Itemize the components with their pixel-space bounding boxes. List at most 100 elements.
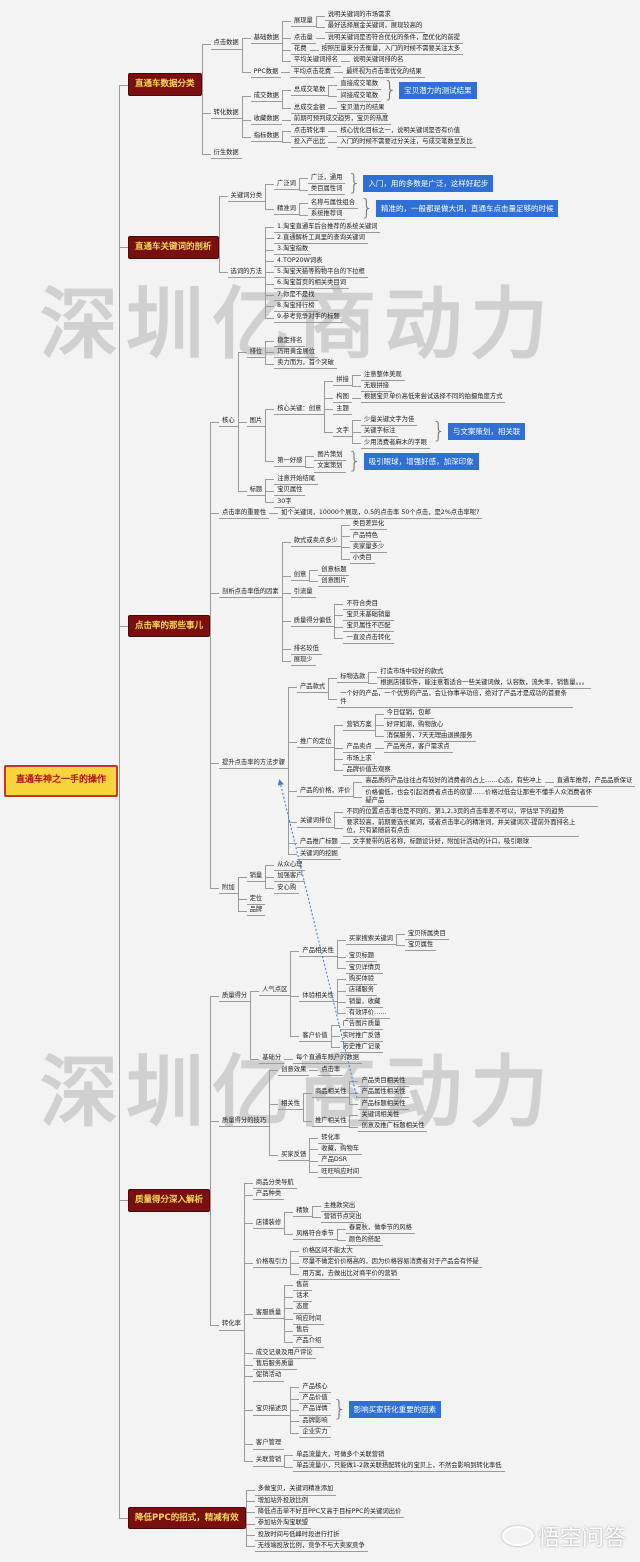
topic-label: 巧用黄金展位: [274, 347, 318, 359]
topic-label: 每个直通车账户的数据: [293, 1053, 363, 1065]
child-topics: 前期可预判成交趋势，宝贝的热度: [281, 114, 392, 126]
topic-node: 话术: [293, 1291, 312, 1303]
branch-connector: 点击量说明关键词是否符合优化的条件，是优化的前提: [281, 32, 464, 45]
topic-node: 转化率: [318, 1132, 344, 1144]
topic-label: 5.淘宝天猫等购物平台的下拉框: [274, 267, 368, 279]
child-topics: 说明关键词的市场需求最好选择展金关键词，展现较高的: [315, 10, 426, 33]
branch-connector: 1.淘宝直通车后台推荐的系统关键词: [264, 221, 381, 234]
branch-connector: 转化数据成交数据总成交笔数直接成交笔数间接成交笔数}宝贝潜力的测试结果总成交金额…: [201, 77, 477, 149]
branch-connector: 创意及推广标题相关性: [349, 1121, 428, 1133]
topic-node: 营销方案今日促销，包邮好评如潮，购物放心消保服务，7天无理由退换服务: [343, 708, 476, 743]
topic-label: 产品价值: [299, 1393, 331, 1405]
topic-label: 9.参考竞争对手的标题: [274, 312, 343, 324]
child-topics: 如个关键词，10000个展现，0.5的点击率 50个点击，是2%点击率呢?: [269, 508, 483, 520]
topic-node: 如个关键词，10000个展现，0.5的点击率 50个点击，是2%点击率呢?: [278, 508, 483, 520]
branch-connector: 创意图片: [309, 575, 350, 587]
branch-connector: 高品质的产品往往占有较好的消费者的占上……心态，有些冲上直通车推荐，产品品质保证: [353, 776, 636, 788]
branch-connector: 产品相关性买家搜索关键词宝贝所属类目宝贝属性宝贝标题宝贝详情页: [290, 928, 449, 975]
topic-label: 核心: [219, 416, 238, 428]
topic-label: 打造市场中较好的款式: [377, 666, 447, 678]
topic-node: 无线端投放比例，竞争不与大卖家竞争: [254, 1541, 368, 1553]
topic-label: 商品相关性: [312, 1087, 350, 1099]
topic-label: 有效评价……: [345, 1008, 390, 1020]
topic-node: 剖析点击率低的因素款式或卖点多少类目差异化产品特色卖家量多少小类目创意创意标题创…: [219, 519, 394, 667]
branch-connector: 要求较高，前期要选长尾词，或者点击率心的精准词，并关键词次-提前外面排名上位，只…: [334, 817, 580, 838]
child-topics: 营销方案今日促销，包邮好评如潮，购物放心消保服务，7天无理由退换服务产品卖点产品…: [334, 708, 476, 777]
branch-connector: 点击率的重要性如个关键词，10000个展现，0.5的点击率 50个点击，是2%点…: [210, 507, 635, 520]
topic-label: 增加站外投放比例: [254, 1496, 312, 1507]
child-topics: 类目差异化产品特色卖家量多少小类目: [340, 519, 388, 565]
topic-label: 构图: [333, 392, 352, 404]
topic-node: 售后: [293, 1325, 312, 1337]
branch-connector: 尽量不做定价价格高的，因为价格容易消费者对于产品会有怀疑: [290, 1256, 482, 1269]
child-topics: 直通车数据分类点击数据基础数据展现量说明关键词的市场需求最好选择展金关键词，展现…: [118, 4, 636, 1558]
branch-connector: 宝贝属性不匹配: [334, 620, 394, 633]
topic-node: 客户价值广告图片质量实时推广反馈历史推广记录: [299, 1019, 384, 1054]
branch-connector: 品牌: [237, 905, 306, 917]
branch-connector: 投入产出比入门的时候不需要过分关注，与成交笔数呈反比: [281, 136, 476, 149]
topic-node: 指标数据点击转化率核心优化目标之一，说明关键词是否有价值投入产出比入门的时候不需…: [250, 125, 476, 149]
topic-label: 实时推广反馈: [339, 1030, 384, 1042]
branch-connector: 说明关键词排的名: [340, 55, 407, 67]
topic-label: 核心关键：创意: [274, 403, 325, 415]
child-topics: 说明关键词是否符合优化的条件，是优化的前提: [315, 33, 464, 44]
topic-label: 名称与属性组合: [307, 198, 358, 209]
branch-connector: 价格吸引力价格区间不能太大尽量不做定价价格高的，因为价格容易消费者对于产品会有怀…: [243, 1245, 505, 1280]
topic-label: 花费: [290, 44, 310, 56]
topic-node: 精准词名称与属性组合系统推荐词}精准的，一般都是做大词，直通车点击量足够的时候: [274, 196, 559, 221]
topic-label: 质量得分偏低: [290, 615, 335, 627]
topic-node: 宝贝所属类目: [404, 928, 449, 940]
branch-connector: 注意开始结尾: [265, 474, 318, 486]
topic-label: 引流量: [290, 587, 316, 599]
topic-label: 主题: [333, 403, 352, 415]
topic-node: 核心优化目标之一，说明关键词是否有价值: [337, 125, 464, 137]
topic-label: 关键字标注: [360, 426, 399, 438]
branch-connector: 宝贝未基础销量: [334, 609, 394, 622]
branch-connector: 品牌影响: [290, 1415, 331, 1428]
topic-node: 宝贝详情页: [345, 962, 384, 974]
topic-label: 平均关键词排名: [290, 55, 341, 67]
topic-label: 促销活动: [252, 1370, 285, 1382]
topic-node: 系统推荐词: [307, 209, 346, 221]
topic-node: 5.淘宝天猫等购物平台的下拉框: [274, 267, 368, 279]
branch-connector: 质量得分深入解析质量得分人气点区产品相关性买家搜索关键词宝贝所属类目宝贝属性宝贝…: [119, 922, 635, 1478]
child-topics: 总成交笔数直接成交笔数间接成交笔数}宝贝潜力的测试结果总成交金额宝贝潜力的结果: [281, 78, 477, 115]
topic-label: 关键词相关性: [358, 1110, 403, 1121]
topic-label: 关键词排位: [297, 816, 335, 828]
brace-icon: }: [347, 171, 362, 197]
topic-label: 系统推荐词: [307, 209, 346, 221]
branch-connector: 宝贝属性: [396, 939, 449, 952]
topic-node: 品牌影响: [299, 1416, 331, 1427]
child-topics: 人气点区产品相关性买家搜索关键词宝贝所属类目宝贝属性宝贝标题宝贝详情页体验相关性…: [250, 928, 449, 1065]
child-topics: 核心关键：创意拼接注意整体美观无痕拼接构图根据宝贝单价高低来尝试选择不同的拍摄角…: [265, 369, 526, 474]
summary-callout: 吸引眼球，增强好感，加深印象: [363, 452, 479, 470]
branch-connector: 推广的定位营销方案今日促销，包邮好评如潮，购物放心消保服务，7天无理由退换服务产…: [287, 708, 635, 777]
topic-label: 产品的价格，评价: [297, 786, 354, 798]
wukong-logo: 悟空问答: [501, 1520, 626, 1552]
brace-icon: }: [347, 448, 362, 474]
branch-connector: 排位稳定排名巧用黄金展位卖力而为，首个突破: [237, 335, 526, 370]
branch-connector: 点击转化率核心优化目标之一，说明关键词是否有价值: [281, 125, 476, 138]
topic-label: 价格偏低，也会引起消费者点击的欲望……价格过低会让那些不懂手人众消费者怀疑产品: [362, 787, 599, 807]
topic-node: 无痕拼接: [360, 381, 393, 393]
topic-label: 人气点区: [259, 985, 291, 997]
topic-label: 精致: [293, 1206, 312, 1218]
topic-label: 产品属性相关性: [358, 1087, 409, 1099]
topic-node: 售前: [293, 1280, 312, 1291]
topic-node: 排名较低: [290, 644, 322, 655]
topic-label: 标题: [246, 485, 266, 497]
topic-node: 产品种类: [252, 1189, 285, 1201]
topic-label: 标物选款: [337, 672, 369, 684]
branch-connector: 不同的位置点击率也是不同的，第1,2,3页的点击率差不可以，评估早下的趋势: [334, 807, 579, 819]
child-topics: 买家搜索关键词宝贝所属类目宝贝属性宝贝标题宝贝详情页: [336, 928, 449, 974]
topic-node: 宝贝标题: [345, 951, 378, 963]
topic-node: 用方案，去做出比对商平价的营销: [299, 1268, 400, 1280]
topic-label: 客户管理: [252, 1438, 285, 1450]
topic-label: 第一好感: [274, 456, 306, 467]
branch-connector: 产品特色: [340, 530, 387, 543]
branch-connector: 产品亮点，客户需求点: [374, 742, 453, 754]
topic-label: 宝贝属性不匹配: [343, 621, 394, 633]
branch-connector: 按照压量来分去衡量，入门的时候不需要关注太多: [309, 44, 464, 56]
main-branch-title: 点击率的那些事儿: [128, 614, 211, 638]
branch-connector: 销量从众心理加强客户安心购: [237, 860, 306, 894]
